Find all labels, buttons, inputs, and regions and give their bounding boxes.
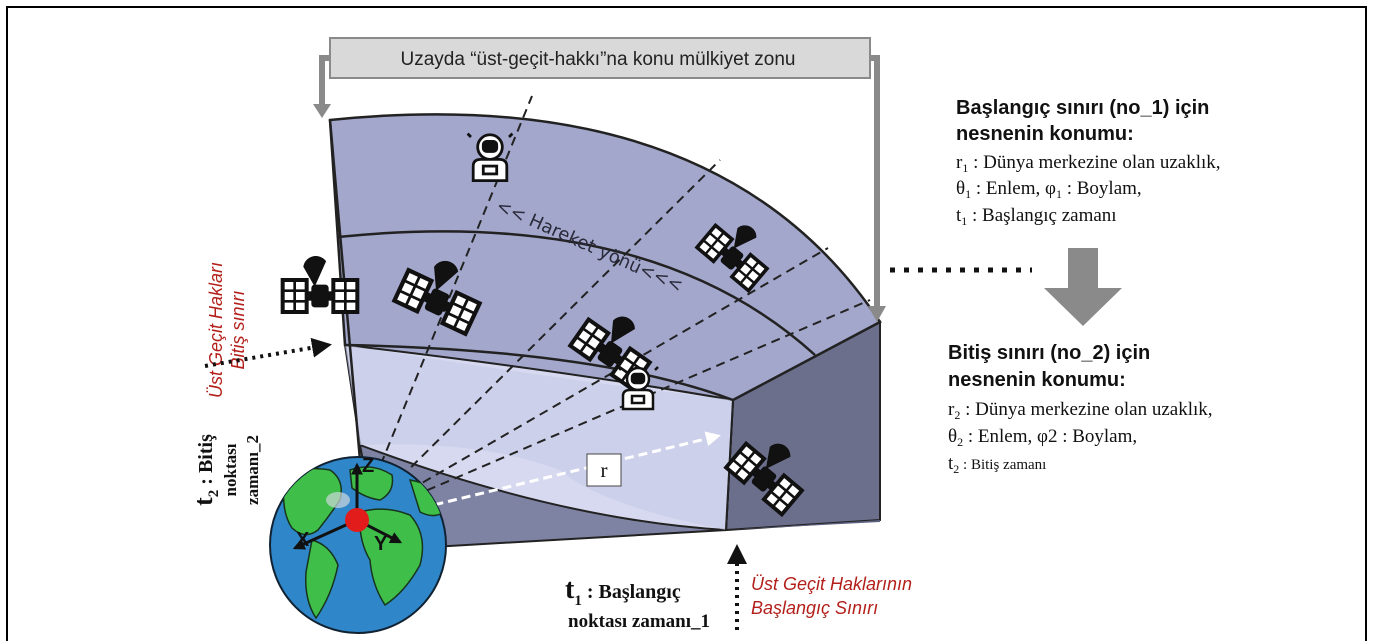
end-line-theta: θ2 : Enlem, φ2 : Boylam, bbox=[948, 426, 1137, 449]
start-t-sym: t bbox=[956, 205, 962, 226]
bottom-time-label-line2: noktası zamanı_1 bbox=[568, 611, 710, 632]
zone-middle-arc bbox=[337, 230, 816, 356]
start-t-sub: 1 bbox=[961, 214, 967, 228]
end-r-sub: 2 bbox=[954, 408, 960, 422]
start-line-t: t1 : Başlangıç zamanı bbox=[956, 205, 1117, 228]
start-title-line2: nesnenin konumu: bbox=[956, 123, 1134, 145]
start-r-text: : Dünya merkezine olan uzaklık, bbox=[968, 152, 1220, 173]
start-theta-sym: θ bbox=[956, 178, 965, 199]
left-red-label-line1: Üst Geçit Hakları bbox=[206, 262, 226, 398]
bottom-red-label-line1: Üst Geçit Haklarının bbox=[751, 574, 912, 594]
end-title-line2: nesnenin konumu: bbox=[948, 369, 1126, 391]
banner-text: Uzayda “üst-geçit-hakkı”na konu mülkiyet… bbox=[401, 49, 796, 70]
start-phi-sub: 1 bbox=[1056, 187, 1062, 201]
left-time-sub: 2 bbox=[206, 490, 222, 498]
end-r-text: : Dünya merkezine olan uzaklık, bbox=[960, 399, 1212, 420]
start-title-line1: Başlangıç sınırı (no_1) için bbox=[956, 97, 1209, 119]
left-time-label: t2 : Bitiş noktası zamanı_2 bbox=[189, 434, 262, 506]
earth-icon bbox=[269, 456, 447, 634]
end-r-sym: r bbox=[948, 399, 955, 420]
left-red-label: Üst Geçit Hakları Bitiş sınırı bbox=[206, 262, 248, 398]
start-info-block: Başlangıç sınırı (no_1) için nesnenin ko… bbox=[956, 97, 1221, 228]
coordinate-axes: Z X Y bbox=[292, 455, 403, 555]
start-t-text: : Başlangıç zamanı bbox=[967, 205, 1116, 226]
bottom-red-label-line2: Başlangıç Sınırı bbox=[751, 598, 878, 618]
end-info-block: Bitiş sınırı (no_2) için nesnenin konumu… bbox=[948, 342, 1213, 476]
axis-y-label: Y bbox=[374, 533, 388, 555]
svg-text:t2 : Bitiş: t2 : Bitiş bbox=[189, 434, 222, 506]
left-red-label-line2: Bitiş sınırı bbox=[228, 290, 248, 369]
start-phi-text: : Boylam, bbox=[1062, 178, 1142, 199]
bottom-time-sub: 1 bbox=[574, 593, 582, 609]
end-theta-sub: 2 bbox=[957, 435, 963, 449]
zone-inner-arc bbox=[344, 343, 734, 402]
left-time-sym: t bbox=[189, 497, 218, 506]
end-title-line1: Bitiş sınırı (no_2) için bbox=[948, 342, 1150, 364]
start-theta-sub: 1 bbox=[965, 187, 971, 201]
bottom-time-text: : Başlangıç bbox=[582, 581, 681, 603]
outer-frame bbox=[6, 6, 1367, 641]
end-t-sym: t bbox=[948, 453, 954, 474]
radius-label: r bbox=[601, 458, 608, 482]
start-line-r: r1 : Dünya merkezine olan uzaklık, bbox=[956, 152, 1221, 175]
start-r-sym: r bbox=[956, 152, 963, 173]
end-t-sub: 2 bbox=[953, 462, 959, 476]
end-theta-sym: θ bbox=[948, 426, 957, 447]
end-t-text: : Bitiş zamanı bbox=[959, 457, 1046, 473]
down-arrow bbox=[1044, 248, 1122, 326]
bottom-time-sym: t bbox=[565, 574, 575, 605]
end-theta-text: : Enlem, φ2 : Boylam, bbox=[963, 426, 1137, 447]
start-r-sub: 1 bbox=[962, 161, 968, 175]
end-line-t: t2 : Bitiş zamanı bbox=[948, 453, 1046, 476]
start-theta-text: : Enlem, bbox=[971, 178, 1045, 199]
bottom-time-label-line1: t1 : Başlangıç bbox=[565, 574, 681, 609]
start-line-theta: θ1 : Enlem, φ1 : Boylam, bbox=[956, 178, 1142, 201]
left-time-line3: zamanı_2 bbox=[243, 435, 262, 505]
end-line-r: r2 : Dünya merkezine olan uzaklık, bbox=[948, 399, 1213, 422]
start-phi-sym: φ bbox=[1045, 178, 1056, 199]
left-time-line1: : Bitiş bbox=[195, 434, 217, 490]
axis-z-label: Z bbox=[362, 455, 374, 477]
left-time-line2: noktası bbox=[221, 443, 240, 496]
axis-x-label: X bbox=[296, 529, 310, 551]
